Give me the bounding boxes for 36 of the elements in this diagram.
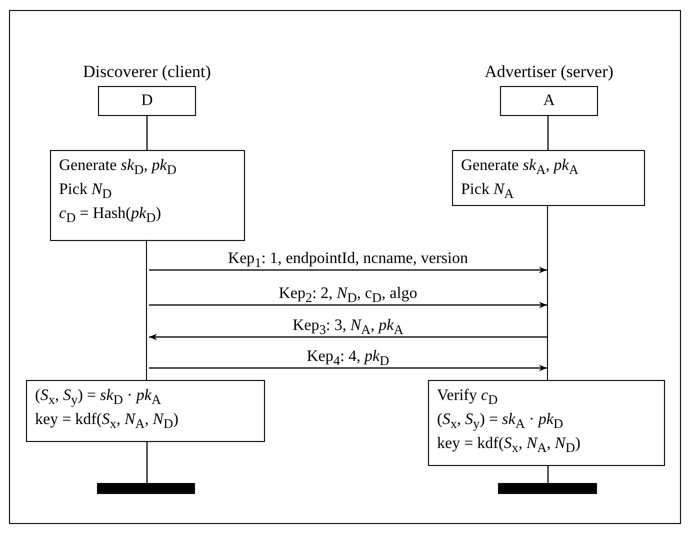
box-text: key = kdf(S$_{x}$, N$_{A}$, N$_{D}$) [437,434,582,456]
box-text: A [543,91,555,111]
lifeline-end-bar [97,483,195,494]
message-arrow [149,266,547,274]
message-label: Kep$_{3}$: 3, N$_{A}$, pk$_{A}$ [292,317,404,335]
lifeline [547,466,549,483]
box-text: c$_{D}$ = Hash(pk$_{D}$) [59,204,162,226]
lifeline [146,442,148,483]
box-text: D [141,91,153,111]
participant-label: Advertiser (server) [484,62,614,82]
box-text: Generate sk$_{D}$, pk$_{D}$ [59,156,178,178]
participant-label: Discoverer (client) [82,62,212,82]
message-label: Kep$_{2}$: 2, N$_{D}$, c$_{D}$, algo [278,285,418,303]
box-text: Pick N$_{A}$ [461,180,515,202]
box-text: (S$_{x}$, S$_{y}$) = sk$_{A}$ · pk$_{D}$ [437,410,564,432]
lifeline [146,116,148,150]
participant-box [98,86,196,116]
message-arrow [149,302,547,308]
lifeline-end-bar [498,483,597,494]
process-box [428,380,665,466]
message-label: Kep$_{1}$: 1, endpointId, ncname, version [227,250,469,268]
lifeline [547,206,548,380]
box-text: Verify c$_{D}$ [437,386,499,408]
lifeline [146,241,148,380]
box-text: key = kdf(S$_{x}$, N$_{A}$, N$_{D}$) [35,410,180,432]
participant-box [500,86,598,116]
process-box [26,380,265,442]
box-text: Generate sk$_{A}$, pk$_{A}$ [461,156,580,178]
message-arrow [149,334,547,340]
process-box [50,150,245,241]
message-label: Kep$_{4}$: 4, pk$_{D}$ [306,348,390,366]
lifeline [547,116,549,150]
box-text: (S$_{x}$, S$_{y}$) = sk$_{D}$ · pk$_{A}$ [35,386,162,408]
message-arrow [149,364,547,372]
box-text: Pick N$_{D}$ [59,180,113,202]
process-box [452,150,645,206]
